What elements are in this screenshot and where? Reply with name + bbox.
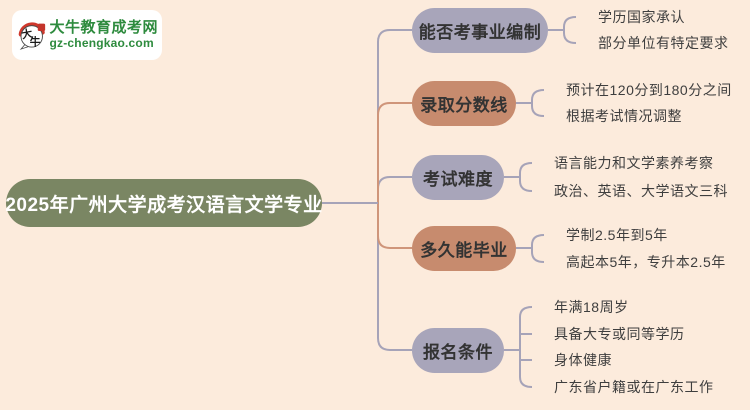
- logo-char-niu: 牛: [30, 36, 41, 49]
- child-item-label: 根据考试情况调整: [566, 108, 682, 124]
- child-item-label: 身体健康: [554, 352, 612, 368]
- branch-elbow-connector: [377, 176, 412, 203]
- branch-node: 录取分数线: [412, 80, 516, 126]
- child-item-label: 部分单位有特定要求: [598, 35, 729, 51]
- child-item-label: 年满18周岁: [554, 299, 629, 315]
- children-bracket: [519, 162, 533, 192]
- logo-seal-stamp: [37, 23, 46, 31]
- branch-elbow-connector: [377, 203, 412, 249]
- child-item-label: 政治、英语、大学语文三科: [554, 183, 728, 199]
- children-bracket: [531, 89, 545, 117]
- child-item-label: 广东省户籍或在广东工作: [554, 379, 714, 395]
- child-item-label: 学历国家承认: [598, 9, 685, 25]
- children-bracket: [519, 306, 533, 388]
- child-item-label: 具备大专或同等学历: [554, 326, 685, 342]
- root-node: 2025年广州大学成考汉语言文学专业: [5, 179, 322, 227]
- branch-node: 能否考事业编制: [412, 7, 548, 53]
- logo: 大 牛 大牛教育成考网 gz-chengkao.com: [12, 10, 162, 60]
- speech-bubble-circle: [20, 25, 43, 48]
- logo-bull-icon: 大 牛: [18, 22, 46, 50]
- logo-title: 大牛教育成考网: [49, 19, 158, 37]
- child-item-label: 语言能力和文学素养考察: [554, 155, 714, 171]
- child-item-label: 预计在120分到180分之间: [566, 82, 732, 98]
- branch-elbow-connector: [377, 102, 412, 203]
- children-bracket: [531, 234, 545, 263]
- child-item-label: 高起本5年，专升本2.5年: [566, 254, 726, 270]
- child-item-label: 学制2.5年到5年: [566, 227, 668, 243]
- logo-char-da: 大: [21, 27, 34, 42]
- branch-node: 报名条件: [412, 327, 504, 373]
- branch-elbow-connector: [377, 29, 412, 203]
- branch-node: 考试难度: [412, 154, 504, 200]
- branch-node: 多久能毕业: [412, 225, 516, 271]
- logo-domain: gz-chengkao.com: [49, 35, 154, 50]
- branch-elbow-connector: [377, 203, 412, 351]
- children-bracket: [563, 16, 577, 44]
